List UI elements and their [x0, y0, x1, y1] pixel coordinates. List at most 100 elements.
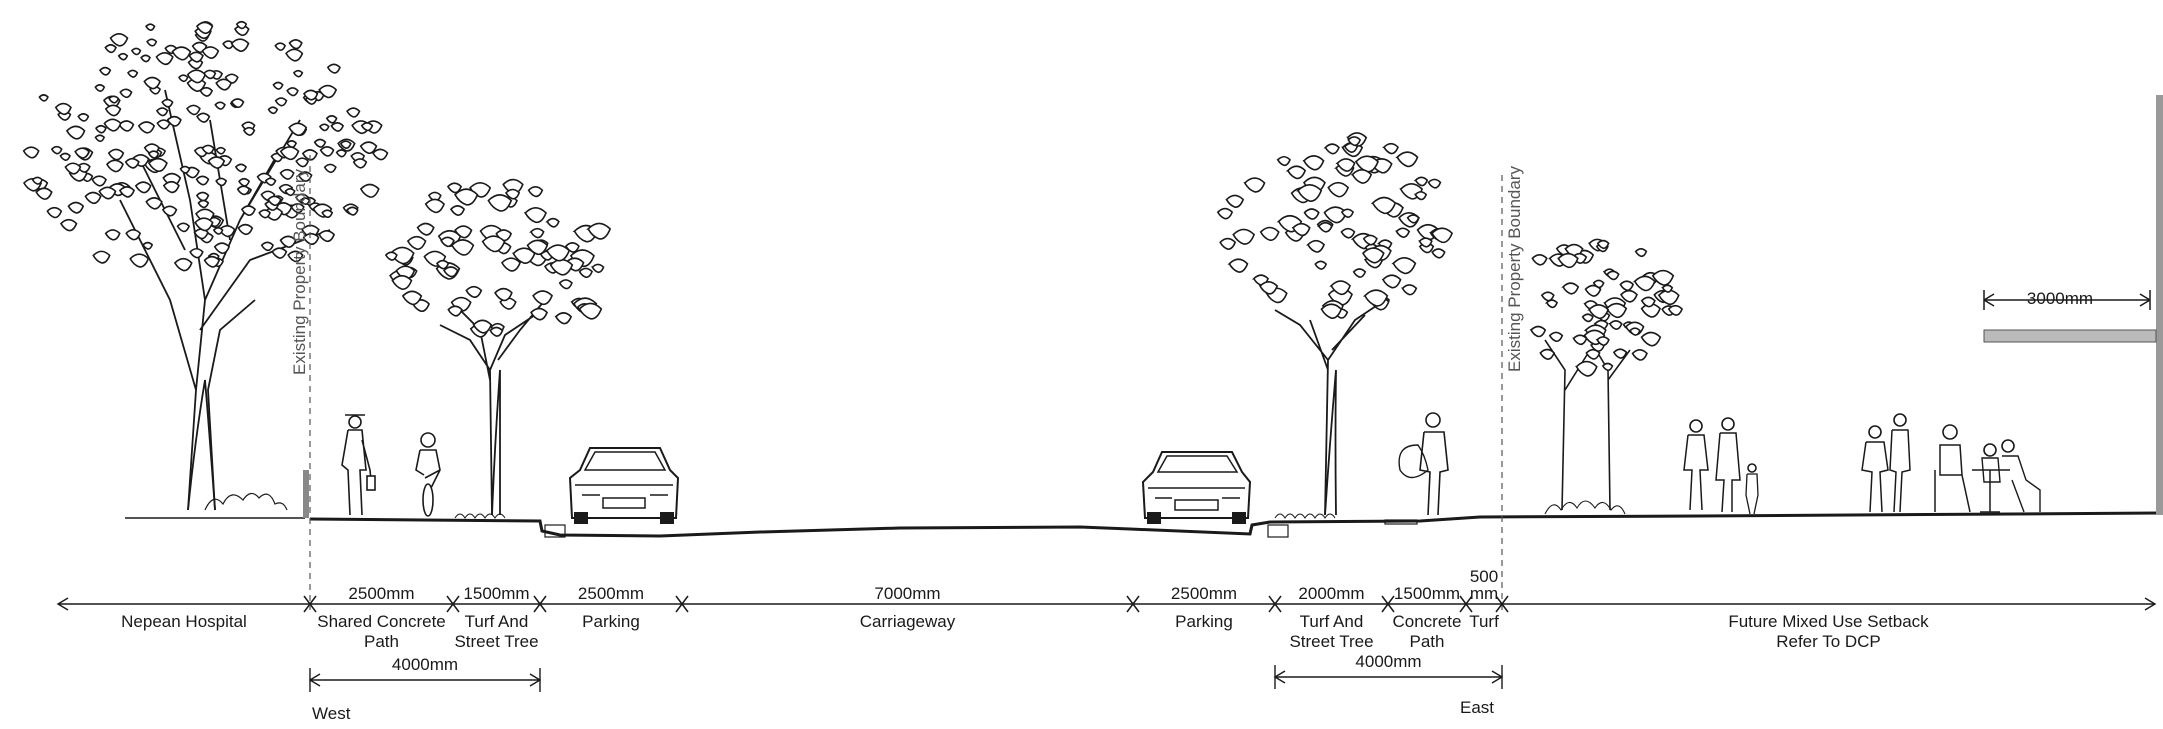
- leaf-cluster: [143, 76, 161, 90]
- leaf-cluster: [274, 42, 287, 51]
- leaf-cluster: [237, 223, 254, 236]
- leaf-cluster: [424, 198, 445, 214]
- leaf-cluster: [1232, 228, 1256, 245]
- pedestrian-icon: [1861, 413, 1911, 513]
- leaf-cluster: [1620, 289, 1638, 303]
- leaf-cluster: [501, 257, 522, 272]
- dimension-tick: [1459, 595, 1473, 613]
- leaf-cluster: [109, 33, 129, 47]
- leaf-cluster: [1596, 336, 1610, 346]
- leaf-cluster: [1572, 334, 1588, 346]
- leaf-cluster: [286, 140, 298, 149]
- leaf-cluster: [1575, 360, 1598, 377]
- leaf-cluster: [1324, 143, 1340, 155]
- leaf-cluster: [345, 206, 359, 216]
- leaf-cluster: [54, 102, 72, 116]
- leaf-cluster: [212, 227, 224, 235]
- dimension-tick: [1381, 595, 1395, 613]
- leaf-cluster: [195, 21, 214, 35]
- leaf-cluster: [1401, 284, 1418, 296]
- segment-label: Street Tree: [454, 632, 538, 651]
- leaf-cluster: [1418, 237, 1433, 248]
- leaf-cluster: [156, 119, 171, 130]
- leaf-cluster: [105, 159, 124, 173]
- leaf-cluster: [1327, 181, 1350, 198]
- leaf-cluster: [1427, 178, 1442, 189]
- leaf-cluster: [449, 205, 466, 216]
- leaf-cluster: [98, 186, 117, 200]
- leaf-cluster: [1383, 142, 1399, 155]
- leaf-cluster: [76, 162, 91, 173]
- leaf-cluster: [84, 191, 102, 205]
- leaf-cluster: [155, 52, 174, 66]
- leaf-cluster: [578, 302, 603, 320]
- dimension-tick: [675, 595, 689, 613]
- leaf-cluster: [1340, 227, 1356, 239]
- leaf-cluster: [335, 149, 347, 158]
- leaf-cluster: [1225, 194, 1245, 208]
- leaf-cluster: [215, 177, 228, 187]
- leaf-cluster: [173, 257, 193, 272]
- leaf-cluster: [301, 149, 318, 161]
- dimension-tick: [1126, 595, 1140, 613]
- leaf-cluster: [1330, 280, 1352, 296]
- leaf-cluster: [416, 222, 435, 236]
- leaf-cluster: [142, 241, 154, 250]
- leaf-cluster: [59, 152, 71, 161]
- leaf-cluster: [318, 230, 336, 243]
- leaf-cluster: [359, 141, 378, 155]
- leaf-cluster: [1259, 281, 1279, 295]
- leaf-cluster: [74, 147, 90, 159]
- segment-dimension: 1500mm: [1394, 584, 1460, 603]
- leaf-cluster: [391, 274, 413, 290]
- leaf-cluster: [1631, 349, 1648, 361]
- leaf-cluster: [1584, 284, 1602, 297]
- leaf-cluster: [94, 84, 106, 92]
- leaf-cluster: [186, 69, 207, 84]
- leaf-cluster: [145, 23, 156, 31]
- leaf-cluster: [279, 168, 295, 180]
- leaf-cluster: [330, 122, 345, 132]
- leaf-cluster: [489, 326, 504, 337]
- leaf-cluster: [1395, 227, 1411, 238]
- leaf-cluster: [587, 222, 612, 240]
- leaf-cluster: [125, 229, 142, 241]
- leaf-cluster: [384, 251, 398, 261]
- leaf-cluster: [1640, 331, 1662, 347]
- property-boundary-label: Existing Property Boundary: [1505, 166, 1524, 372]
- leaf-cluster: [1323, 206, 1348, 224]
- leaf-cluster: [134, 181, 152, 194]
- segment-label: Turf: [1469, 612, 1499, 631]
- leaf-cluster: [124, 157, 140, 169]
- leaf-cluster: [1414, 191, 1428, 201]
- leaf-cluster: [1228, 258, 1249, 273]
- leaf-cluster: [524, 206, 547, 224]
- leaf-cluster: [77, 113, 90, 122]
- leaf-cluster: [176, 222, 191, 233]
- leaf-cluster: [166, 115, 182, 127]
- dimension-tick: [533, 595, 547, 613]
- leaf-cluster: [260, 241, 274, 252]
- segment-label: Path: [364, 632, 399, 651]
- leaf-cluster: [65, 125, 86, 140]
- segment-label: Turf And: [1300, 612, 1364, 631]
- car-icon: [1141, 451, 1252, 524]
- leaf-cluster: [203, 69, 217, 80]
- leaf-cluster: [1596, 239, 1610, 250]
- leaf-cluster: [339, 140, 352, 149]
- leaf-cluster: [161, 98, 174, 108]
- leaf-cluster: [1557, 252, 1579, 269]
- leaf-cluster: [1633, 275, 1656, 292]
- segment-label: Nepean Hospital: [121, 612, 247, 631]
- leaf-cluster: [530, 307, 548, 321]
- leaf-cluster: [272, 81, 284, 90]
- leaf-cluster: [389, 246, 415, 265]
- leaf-cluster: [279, 235, 297, 248]
- leaf-cluster: [145, 197, 163, 210]
- segment-label: Refer To DCP: [1776, 632, 1881, 651]
- leaf-cluster: [203, 255, 221, 268]
- setback-dimension: 3000mm: [2027, 289, 2093, 308]
- leaf-cluster: [1351, 169, 1373, 184]
